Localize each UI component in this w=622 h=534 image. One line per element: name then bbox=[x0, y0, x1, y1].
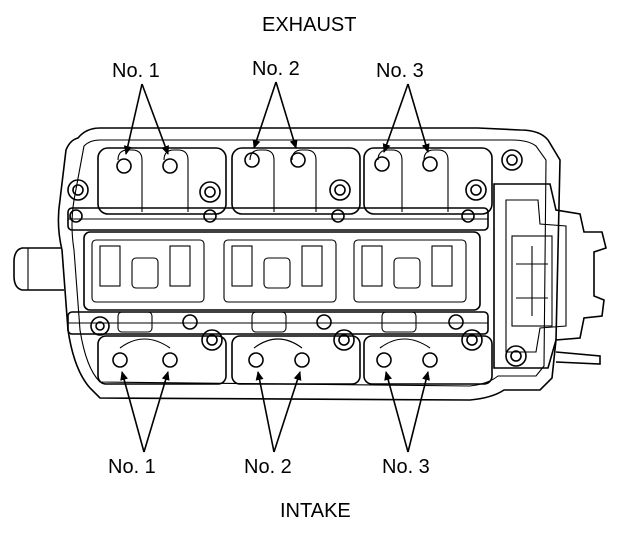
intake-screw bbox=[422, 352, 438, 368]
exhaust-screw bbox=[374, 156, 390, 172]
intake-label-no1: No. 1 bbox=[108, 456, 156, 478]
camshaft-area bbox=[83, 231, 481, 311]
exhaust-screw bbox=[244, 152, 260, 168]
exhaust-arrows bbox=[123, 81, 430, 155]
intake-arrows bbox=[120, 371, 430, 453]
exhaust-label-no1: No. 1 bbox=[112, 60, 160, 82]
exhaust-screw bbox=[116, 158, 132, 174]
camshaft-left-stub bbox=[13, 247, 64, 291]
intake-label-no3: No. 3 bbox=[382, 456, 430, 478]
exhaust-label-no2: No. 2 bbox=[252, 58, 300, 80]
intake-screw bbox=[112, 352, 128, 368]
exhaust-label-no3: No. 3 bbox=[376, 60, 424, 82]
head-bolts bbox=[67, 149, 527, 367]
intake-screw bbox=[248, 352, 264, 368]
intake-screw bbox=[294, 352, 310, 368]
exhaust-screw bbox=[290, 152, 306, 168]
exhaust-screw bbox=[422, 156, 438, 172]
intake-title: INTAKE bbox=[280, 500, 351, 522]
right-housing bbox=[493, 183, 607, 369]
intake-label-no2: No. 2 bbox=[244, 456, 292, 478]
intake-screw bbox=[162, 352, 178, 368]
exhaust-screw bbox=[162, 158, 178, 174]
intake-screw bbox=[376, 352, 392, 368]
exhaust-title: EXHAUST bbox=[262, 14, 357, 36]
head-outline bbox=[57, 127, 561, 401]
